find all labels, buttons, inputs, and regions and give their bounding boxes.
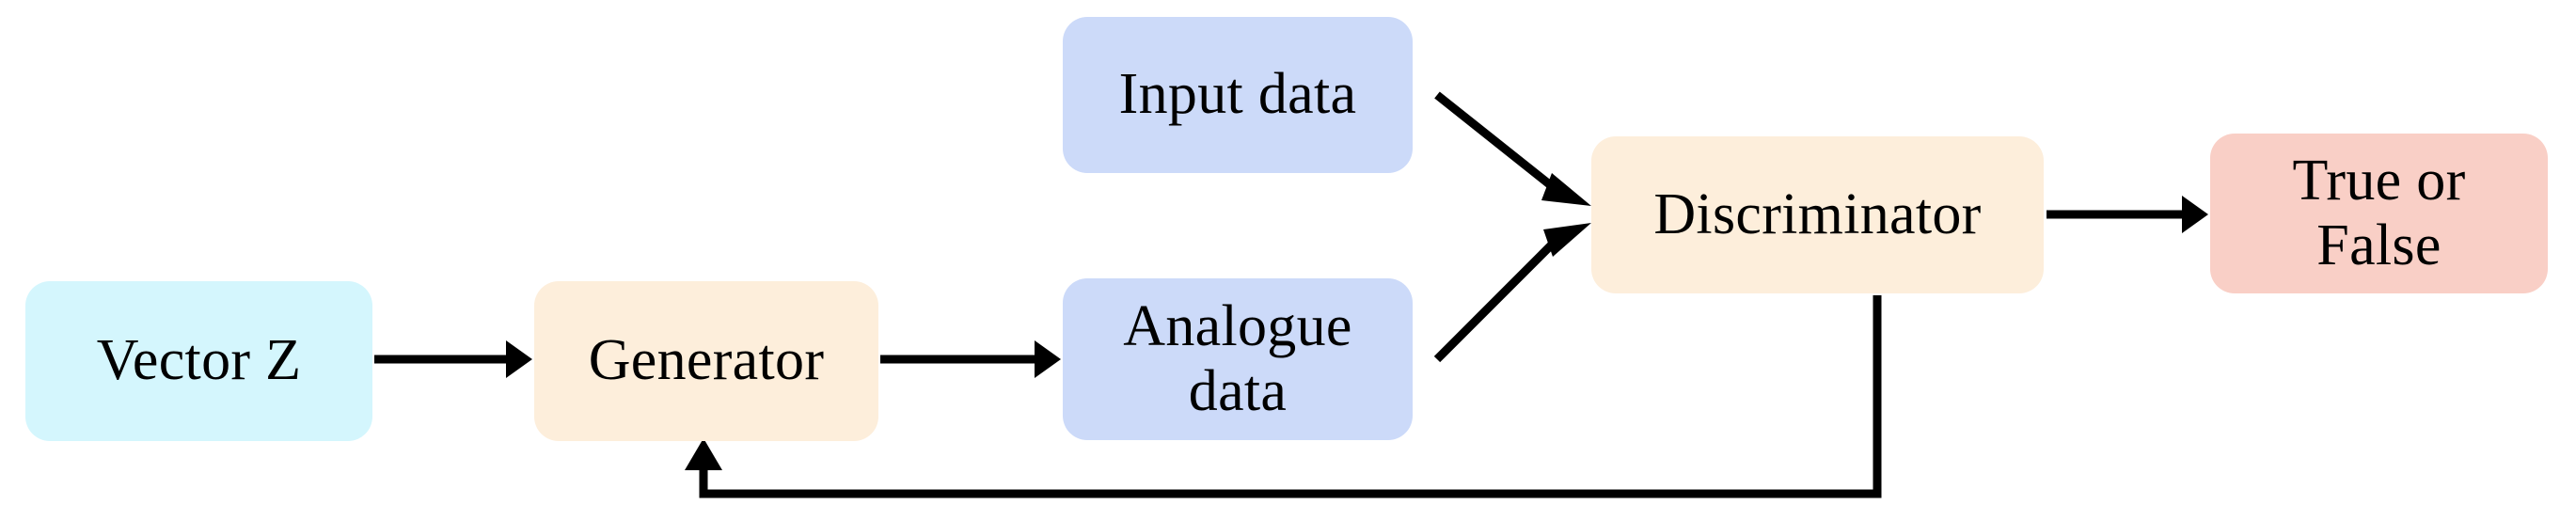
node-discriminator[interactable]: Discriminator (1591, 136, 2044, 293)
node-input-data-label: Input data (1118, 62, 1357, 127)
node-vector-z-label: Vector Z (96, 328, 302, 393)
edge-analogue-data-to-discriminator (1433, 223, 1591, 363)
edge-vector-z-to-generator (374, 340, 532, 378)
node-true-or-false[interactable]: True or False (2210, 134, 2548, 293)
edge-discriminator-to-true-or-false (2047, 196, 2208, 233)
edge-input-data-to-discriminator (1434, 91, 1591, 206)
node-vector-z[interactable]: Vector Z (25, 281, 372, 441)
node-analogue-data-label: Analogue data (1123, 293, 1352, 423)
node-true-or-false-label: True or False (2292, 148, 2466, 277)
node-generator[interactable]: Generator (534, 281, 878, 441)
node-analogue-data[interactable]: Analogue data (1063, 278, 1413, 440)
edge-generator-to-analogue-data (880, 340, 1061, 378)
node-discriminator-label: Discriminator (1653, 182, 1982, 246)
node-generator-label: Generator (588, 328, 825, 393)
node-input-data[interactable]: Input data (1063, 17, 1413, 173)
